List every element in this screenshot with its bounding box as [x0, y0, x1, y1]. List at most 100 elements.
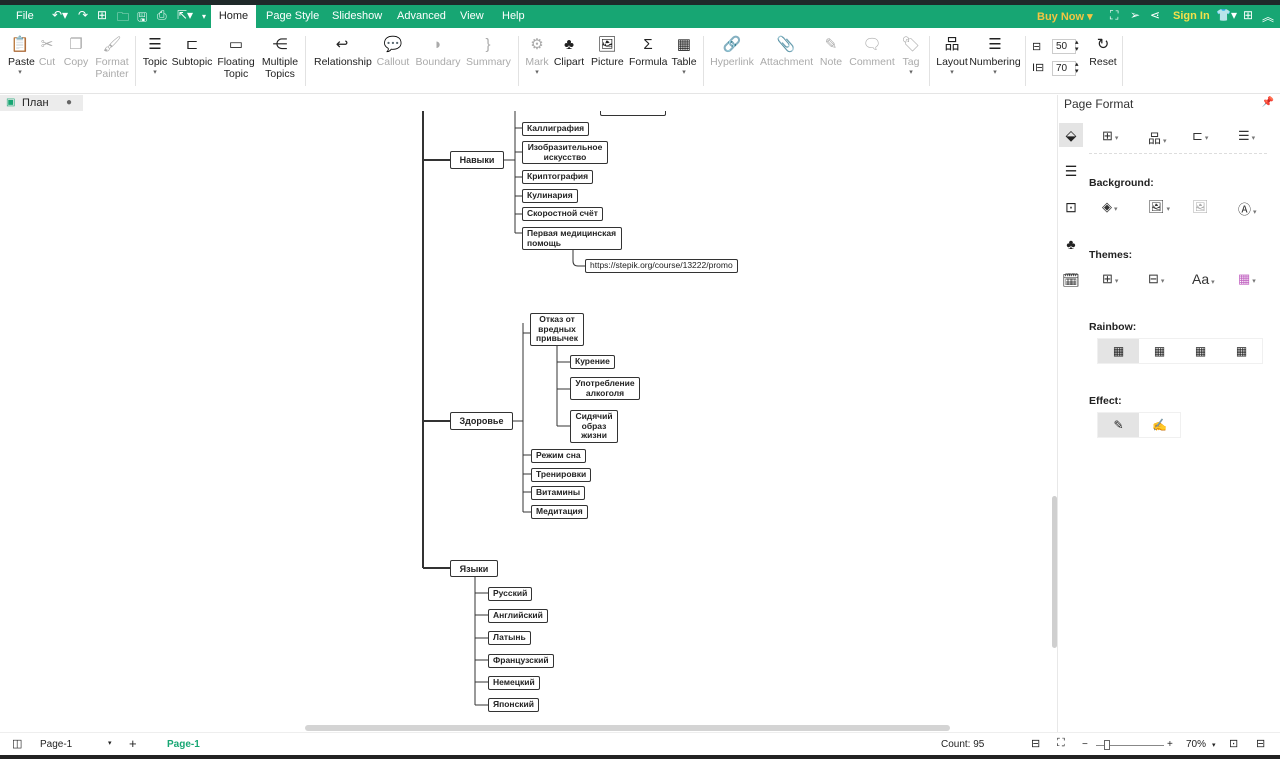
topic-node[interactable]: Скоростной счёт — [522, 207, 603, 221]
topic-node[interactable]: Употребление алкоголя — [570, 377, 640, 400]
h-spacing-stepper[interactable]: ▴▾ — [1075, 39, 1079, 53]
toggle-sidebar-icon[interactable]: ◫ — [12, 738, 23, 750]
topic-node[interactable]: Каллиграфия — [522, 122, 590, 136]
tab-page-style[interactable]: Page Style — [266, 10, 320, 22]
horizontal-scrollbar[interactable] — [305, 725, 950, 731]
tab-slideshow[interactable]: Slideshow — [332, 10, 383, 22]
outline-side-icon[interactable]: ☰ — [1064, 163, 1078, 179]
rainbow-option-4[interactable]: ▦ — [1235, 344, 1248, 358]
picture-button[interactable]: 🖼Picture — [591, 36, 624, 68]
topic-node[interactable]: Японский — [488, 698, 540, 712]
color-palette-icon[interactable]: ▦ ▾ — [1238, 271, 1256, 286]
rainbow-option-1[interactable]: ▦ — [1098, 339, 1139, 363]
open-folder-icon[interactable]: 🗀 — [117, 10, 130, 24]
new-icon[interactable]: ⊞ — [97, 8, 108, 22]
vertical-spacing-input[interactable]: 70 — [1052, 61, 1076, 76]
save-icon[interactable]: 🖫 — [137, 10, 148, 24]
collapse-ribbon-icon[interactable]: ︽ — [1262, 10, 1275, 24]
format-painter-button[interactable]: 🖌Format Painter — [94, 36, 130, 80]
topic-node[interactable]: Сидячий образ жизни — [570, 410, 618, 443]
fullscreen-icon[interactable]: ⛶ — [1110, 8, 1119, 22]
zoom-in-button[interactable]: + — [1167, 739, 1173, 750]
topic-node[interactable]: Изобразительное искусство — [522, 141, 608, 164]
rainbow-option-2[interactable]: ▦ — [1153, 344, 1166, 358]
pin-icon[interactable]: 📌 — [1261, 97, 1274, 108]
tab-advanced[interactable]: Advanced — [397, 10, 446, 22]
theme-style-icon[interactable]: ⊟ ▾ — [1148, 271, 1165, 286]
dropdown-caret-icon[interactable]: ▾ — [682, 69, 686, 76]
topic-node[interactable]: Первая медицинская помощь — [522, 227, 622, 250]
send-icon[interactable]: ➢ — [1130, 8, 1141, 22]
effect-plain-icon[interactable]: ✎ — [1098, 413, 1139, 437]
horizontal-spacing-input[interactable]: 50 — [1052, 39, 1076, 54]
numbering-button[interactable]: ☰Numbering▾ — [969, 36, 1021, 76]
note-button[interactable]: ✎Note — [818, 36, 844, 68]
add-page-icon[interactable]: + — [129, 736, 137, 751]
mark-button[interactable]: ⚙Mark▾ — [524, 36, 550, 76]
dropdown-caret-icon[interactable]: ▾ — [909, 69, 913, 76]
topic-node-languages[interactable]: Языки — [450, 560, 498, 577]
topic-node[interactable]: Английский — [488, 609, 548, 623]
zoom-level[interactable]: 70% — [1186, 739, 1207, 750]
topic-node[interactable]: Французский — [488, 654, 554, 668]
zoom-slider-handle[interactable] — [1104, 740, 1110, 750]
topic-node[interactable]: Немецкий — [488, 676, 540, 690]
page-select[interactable]: Page-1▾ — [40, 739, 112, 750]
rainbow-option-3[interactable]: ▦ — [1194, 344, 1207, 358]
clipart-side-icon[interactable]: ♣ — [1066, 236, 1076, 252]
fit-page-icon[interactable]: ⊟ — [1031, 738, 1041, 750]
unsaved-dot-icon[interactable]: ● — [66, 97, 73, 108]
fill-color-icon[interactable]: ◈ ▾ — [1102, 199, 1118, 214]
dropdown-caret-icon[interactable]: ▾ — [153, 69, 157, 76]
tab-help[interactable]: Help — [502, 10, 525, 22]
fullscreen-view-icon[interactable]: ⊡ — [1229, 738, 1239, 750]
sign-in-button[interactable]: Sign In — [1173, 10, 1210, 22]
topic-node[interactable]: Медитация — [531, 505, 588, 519]
topic-node-skills[interactable]: Навыки — [450, 151, 504, 169]
page-tab[interactable]: Page-1 — [167, 739, 200, 750]
zoom-dropdown-icon[interactable]: ▾ — [1212, 742, 1216, 749]
redo-icon[interactable]: ↷ — [78, 8, 89, 22]
clipart-button[interactable]: ♣Clipart — [553, 36, 585, 68]
watermark-icon[interactable]: Ⓐ ▾ — [1238, 202, 1257, 217]
print-icon[interactable]: ⎙ — [157, 8, 167, 22]
undo-icon[interactable]: ↶▾ — [52, 8, 69, 22]
zoom-slider[interactable] — [1096, 745, 1164, 746]
relationship-button[interactable]: ↩Relationship — [314, 36, 372, 68]
effect-hand-drawn-icon[interactable]: ✍ — [1152, 418, 1167, 432]
v-spacing-stepper[interactable]: ▴▾ — [1075, 61, 1079, 75]
skin-icon[interactable]: 👕▾ — [1216, 8, 1237, 22]
buy-now-button[interactable]: Buy Now ▾ — [1037, 11, 1093, 23]
dropdown-caret-icon[interactable]: ▾ — [535, 69, 539, 76]
paste-button[interactable]: 📋Paste▾ — [8, 36, 35, 76]
structure-icon[interactable]: 品 ▾ — [1148, 131, 1167, 146]
file-menu[interactable]: File — [16, 10, 34, 22]
table-button[interactable]: ▦Table▾ — [671, 36, 697, 76]
boundary-button[interactable]: ◗Boundary — [415, 36, 461, 68]
connector-style-icon[interactable]: ⊏ ▾ — [1192, 128, 1209, 143]
background-image-icon[interactable]: 🖼 ▾ — [1148, 199, 1170, 214]
customize-icon[interactable]: ▾ — [202, 12, 207, 21]
apps-icon[interactable]: ⊞ — [1243, 8, 1254, 22]
theme-layout-icon[interactable]: ⊞ ▾ — [1102, 128, 1119, 143]
topic-node[interactable]: Латынь — [488, 631, 531, 645]
tag-button[interactable]: 🏷Tag▾ — [900, 36, 922, 76]
page-format-side-icon[interactable]: ⬙ — [1059, 123, 1083, 147]
task-side-icon[interactable]: 🗓 — [1062, 272, 1080, 288]
dropdown-caret-icon[interactable]: ▾ — [18, 69, 22, 76]
topic-node[interactable]: Русский — [488, 587, 533, 601]
hyperlink-button[interactable]: 🔗Hyperlink — [710, 36, 754, 68]
hyperlink-node[interactable]: https://stepik.org/course/13222/promo — [585, 259, 738, 273]
remove-background-icon[interactable]: 🖼 — [1192, 199, 1209, 214]
topic-node[interactable]: Кулинария — [522, 189, 578, 203]
multiple-topics-button[interactable]: ⋲Multiple Topics — [260, 36, 300, 80]
comment-button[interactable]: 🗨Comment — [849, 36, 895, 68]
theme-font-icon[interactable]: Aa ▾ — [1192, 271, 1215, 287]
numbering-icon[interactable]: ☰ ▾ — [1238, 128, 1256, 143]
export-icon[interactable]: ⇱▾ — [177, 8, 194, 22]
floating-topic-button[interactable]: ▭Floating Topic — [217, 36, 255, 80]
tab-home[interactable]: Home — [211, 5, 256, 28]
topic-node[interactable]: Режим сна — [531, 449, 586, 463]
topic-button[interactable]: ☰Topic▾ — [141, 36, 169, 76]
theme-icon[interactable]: ⊞ ▾ — [1102, 271, 1119, 286]
